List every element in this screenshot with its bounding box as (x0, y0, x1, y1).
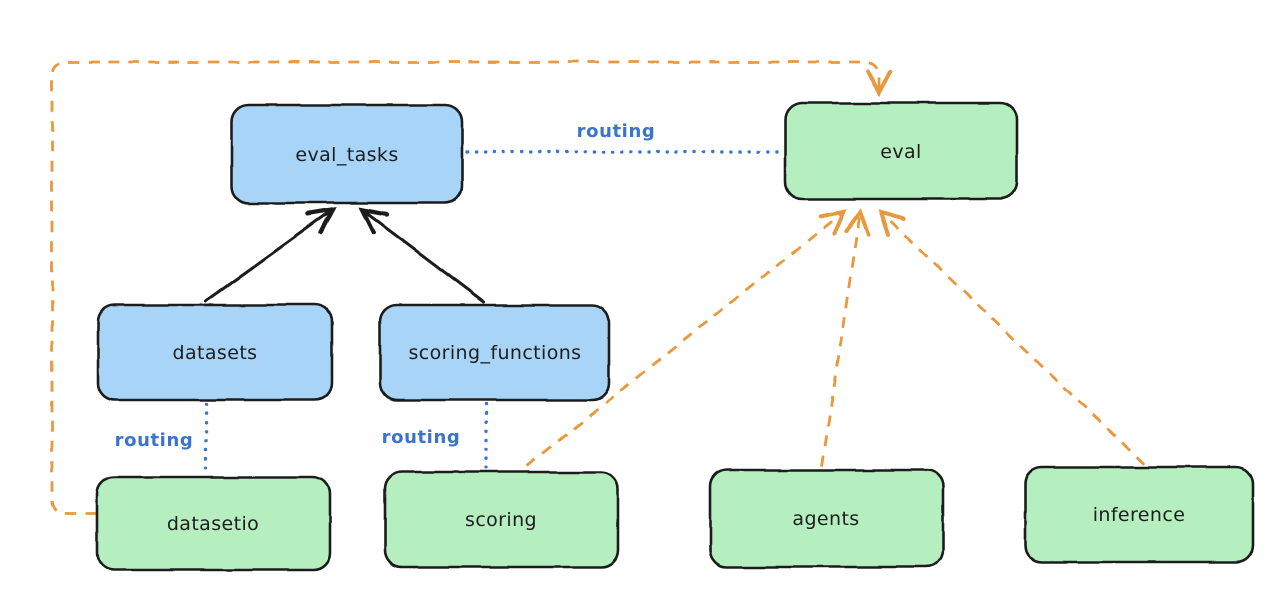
edge-datasets-to-eval-tasks (204, 207, 337, 303)
nodes-layer (95, 101, 1255, 572)
edges-layer (50, 60, 1145, 516)
node-datasetio-box (95, 475, 332, 572)
node-datasets-box (96, 303, 334, 402)
node-scoring-functions-box (378, 303, 611, 402)
routing-label-scoring-functions-scoring: routing (382, 427, 461, 448)
edge-labels-layer: routing routing routing (115, 121, 656, 451)
node-inference-label: inference (1093, 504, 1186, 526)
edge-inference-to-eval (877, 209, 1145, 466)
edge-scoring-to-eval (526, 209, 848, 468)
node-labels-layer: eval_tasks eval datasets scoring_functio… (167, 141, 1185, 535)
node-eval-tasks-box (230, 103, 464, 205)
node-scoring-label: scoring (465, 509, 537, 531)
node-inference-box (1023, 465, 1255, 564)
node-agents-label: agents (792, 508, 859, 530)
node-datasets-label: datasets (173, 342, 258, 364)
edge-datasetio-to-eval-loop (50, 60, 893, 516)
routing-label-datasets-datasetio: routing (115, 430, 194, 451)
node-agents-box (708, 468, 945, 569)
routing-label-eval-tasks-eval: routing (577, 121, 656, 142)
edge-agents-to-eval (820, 208, 871, 467)
node-eval-label: eval (880, 141, 921, 163)
node-scoring-functions-label: scoring_functions (409, 342, 582, 364)
edge-scoring-functions-to-eval-tasks (358, 206, 486, 304)
node-scoring-box (383, 470, 620, 569)
node-eval-box (783, 101, 1019, 201)
node-datasetio-label: datasetio (167, 513, 259, 535)
node-eval-tasks-label: eval_tasks (295, 144, 398, 166)
